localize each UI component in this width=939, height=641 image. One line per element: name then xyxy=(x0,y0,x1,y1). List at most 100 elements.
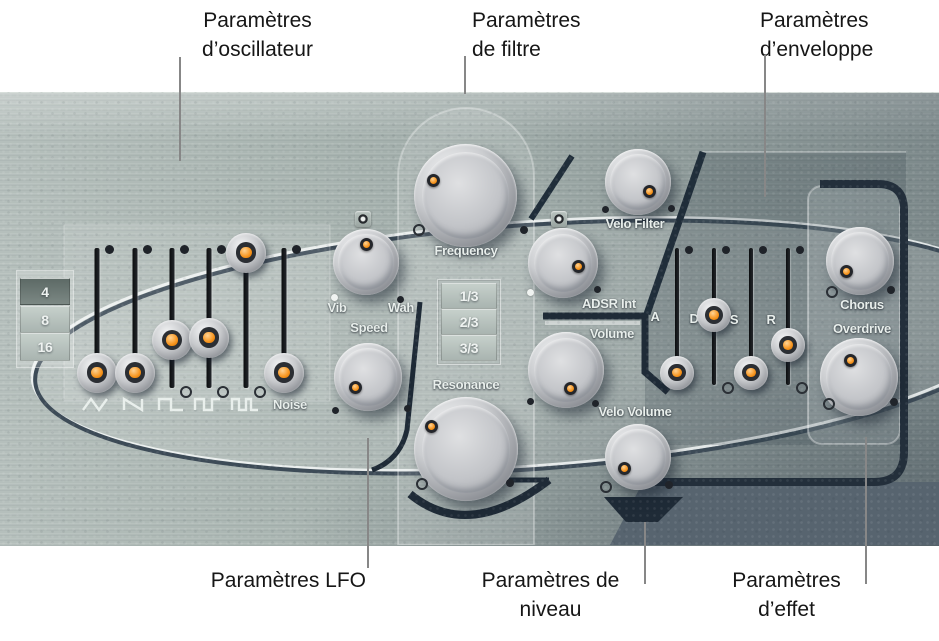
knob-indicator xyxy=(348,380,362,394)
slider-led xyxy=(217,245,226,254)
adsr-int-min-dot xyxy=(527,289,534,296)
body-oval-highlight xyxy=(30,215,939,473)
slider-thumb[interactable] xyxy=(734,355,768,390)
osc-triangle-slider xyxy=(77,240,117,400)
velo-volume-max-dot xyxy=(665,481,673,489)
slider-thumb[interactable] xyxy=(264,352,304,393)
callout-effect: Paramètres d’effet xyxy=(684,566,889,624)
velo-volume-pointer xyxy=(604,497,683,522)
velo-filter-knob[interactable] xyxy=(605,149,671,215)
slider-led xyxy=(759,246,767,254)
slider-led xyxy=(105,245,114,254)
volume-max-dot xyxy=(592,400,599,407)
slider-track[interactable] xyxy=(94,248,100,388)
filter-key-button-13[interactable]: 1/3 xyxy=(441,283,497,309)
resonance-swoosh xyxy=(407,476,552,519)
sawtooth-wave-icon xyxy=(122,396,144,413)
octave-button-4[interactable]: 4 xyxy=(20,278,70,305)
knob-indicator xyxy=(360,238,374,252)
knob-indicator xyxy=(643,185,657,199)
slider-led xyxy=(685,246,693,254)
decay-label: D xyxy=(689,311,699,326)
speed-label: Speed xyxy=(350,320,388,335)
slider-thumb[interactable] xyxy=(77,352,117,393)
resonance-label: Resonance xyxy=(432,377,500,392)
triangle-wave-icon xyxy=(82,396,108,413)
slider-track[interactable] xyxy=(675,248,679,385)
callout-level-line2: niveau xyxy=(519,598,582,621)
decay-slider xyxy=(697,240,734,394)
volume-label: Volume xyxy=(589,326,635,341)
speed-max-dot xyxy=(404,405,411,412)
volume-knob[interactable] xyxy=(528,332,604,408)
chorus-min-dot xyxy=(826,286,838,298)
right-dark-frame xyxy=(655,180,908,486)
overdrive-min-dot xyxy=(823,398,835,410)
vib-marker-dot xyxy=(331,294,338,301)
callout-oscillator: Paramètres d’oscillateur xyxy=(150,6,365,64)
pulse-wide-wave-icon xyxy=(193,397,220,412)
slider-track[interactable] xyxy=(243,248,249,388)
resonance-max-dot xyxy=(506,479,514,487)
resonance-knob[interactable] xyxy=(414,397,518,501)
overdrive-knob[interactable] xyxy=(820,338,898,416)
octave-button-16[interactable]: 16 xyxy=(20,333,70,361)
knob-face xyxy=(422,152,509,239)
slider-track[interactable] xyxy=(132,248,138,388)
pulse-narrow-wave-icon xyxy=(230,397,258,412)
filter-key-button-33[interactable]: 3/3 xyxy=(441,335,497,361)
slider-track[interactable] xyxy=(169,248,175,388)
velo-volume-knob[interactable] xyxy=(605,424,671,490)
knob-face xyxy=(610,429,666,485)
octave-button-8[interactable]: 8 xyxy=(20,306,70,333)
slider-zero-mark xyxy=(217,386,229,398)
velo-filter-max-dot xyxy=(668,205,675,212)
lfo-right-edge xyxy=(371,301,423,473)
lfo-led xyxy=(355,211,371,227)
slider-thumb[interactable] xyxy=(771,328,805,362)
chorus-label: Chorus xyxy=(840,297,884,312)
callout-effect-line1: Paramètres xyxy=(732,569,841,592)
knob-face xyxy=(339,348,397,406)
callout-oscillator-line2: d’oscillateur xyxy=(202,38,313,61)
chorus-knob[interactable] xyxy=(826,227,894,295)
callout-effect-line2: d’effet xyxy=(758,598,815,621)
release-label: R xyxy=(766,312,776,327)
attack-slider xyxy=(660,240,694,392)
filter-key-button-23[interactable]: 2/3 xyxy=(441,309,497,335)
knob-face xyxy=(422,405,510,493)
filter-key-button-frame xyxy=(437,279,501,365)
release-slider xyxy=(771,240,808,394)
callout-line-lfo xyxy=(367,438,369,568)
adsr-int-led xyxy=(551,211,567,227)
callout-line-oscillator xyxy=(179,57,181,161)
callout-lfo: Paramètres LFO xyxy=(150,566,366,595)
knob-face xyxy=(826,344,892,410)
frequency-knob[interactable] xyxy=(414,144,517,247)
frequency-label: Frequency xyxy=(434,243,498,258)
osc-square-slider xyxy=(152,240,192,400)
slider-led xyxy=(722,246,730,254)
bottom-right-dark-area xyxy=(610,482,939,545)
callout-filter: Paramètres de filtre xyxy=(472,6,632,64)
slider-thumb[interactable] xyxy=(115,352,155,393)
slider-thumb[interactable] xyxy=(152,320,192,360)
slider-track[interactable] xyxy=(786,248,790,385)
slider-thumb[interactable] xyxy=(697,298,731,332)
slider-thumb[interactable] xyxy=(660,355,694,390)
callout-filter-line1: Paramètres xyxy=(472,9,581,32)
chorus-max-dot xyxy=(887,286,895,294)
slider-thumb[interactable] xyxy=(226,232,266,273)
slider-track[interactable] xyxy=(281,248,287,388)
adsr-int-knob[interactable] xyxy=(528,228,598,298)
osc-sawtooth-slider xyxy=(115,240,155,400)
vib-wah-knob[interactable] xyxy=(333,229,399,295)
slider-led xyxy=(292,245,301,254)
slider-thumb[interactable] xyxy=(189,317,229,358)
slider-track[interactable] xyxy=(749,248,753,385)
square-wave-icon xyxy=(157,397,183,412)
osc-pulse-narrow-slider xyxy=(226,232,266,400)
speed-knob[interactable] xyxy=(334,343,402,411)
sustain-slider xyxy=(734,240,768,392)
